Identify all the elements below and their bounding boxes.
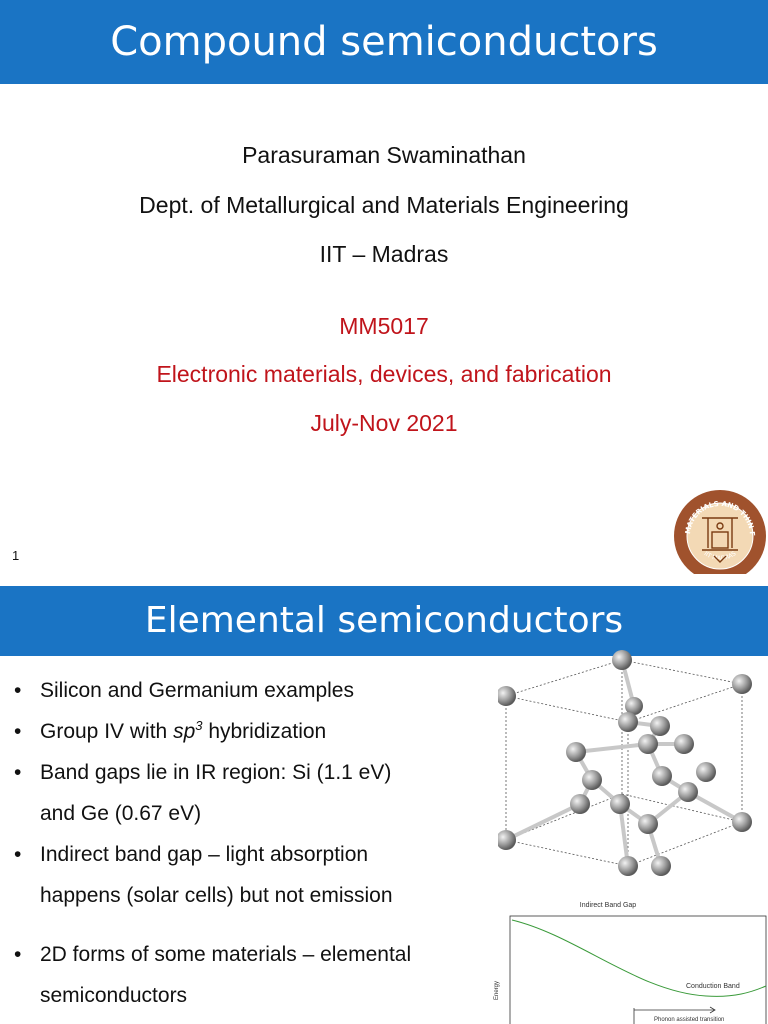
bullet-dot: • bbox=[14, 679, 22, 702]
bullet-dot: • bbox=[14, 943, 22, 966]
course-code: MM5017 bbox=[339, 313, 429, 339]
energy-axis-label: Energy bbox=[494, 980, 500, 1000]
band-diagram-title: Indirect Band Gap bbox=[579, 902, 637, 909]
band-diagram-figure: Indirect Band Gap Conduction Band Energy… bbox=[488, 900, 768, 1024]
bullet-item: • Band gaps lie in IR region: Si (1.1 eV… bbox=[14, 752, 484, 834]
course-term: July-Nov 2021 bbox=[310, 410, 458, 436]
institute: IIT – Madras bbox=[319, 241, 449, 267]
bullet-list: • Silicon and Germanium examples • Group… bbox=[14, 670, 484, 1016]
bullet-item: • Indirect band gap – light absorption h… bbox=[14, 834, 484, 916]
bullet-dot: • bbox=[14, 720, 22, 743]
svg-text:IIT MADRAS: IIT MADRAS bbox=[703, 550, 738, 562]
author-name: Parasuraman Swaminathan bbox=[242, 142, 526, 168]
slide-1: Compound semiconductors Parasuraman Swam… bbox=[0, 0, 768, 574]
transition-label: Phonon assisted transition bbox=[654, 1017, 725, 1023]
slide-2: Elemental semiconductors • Silicon and G… bbox=[0, 574, 768, 1024]
slide-title: Elemental semiconductors bbox=[0, 586, 768, 656]
bullet-item: • 2D forms of some materials – elemental… bbox=[14, 934, 484, 1016]
department: Dept. of Metallurgical and Materials Eng… bbox=[139, 192, 629, 218]
bullet-item: • Group IV with sp3 hybridization bbox=[14, 711, 484, 752]
course-name: Electronic materials, devices, and fabri… bbox=[156, 361, 612, 387]
band-diagram-plot bbox=[509, 915, 767, 1024]
slide-number: 1 bbox=[12, 548, 20, 563]
group-seal-icon: ELECTRONIC MATERIALS AND THIN FILMS GROU… bbox=[672, 488, 766, 574]
conduction-band-label: Conduction Band bbox=[686, 983, 740, 990]
bullet-item: • Silicon and Germanium examples bbox=[14, 670, 484, 711]
bullet-dot: • bbox=[14, 761, 22, 784]
slide-title: Compound semiconductors bbox=[0, 0, 768, 84]
bullet-dot: • bbox=[14, 843, 22, 866]
diamond-cubic-lattice-icon bbox=[498, 650, 752, 876]
